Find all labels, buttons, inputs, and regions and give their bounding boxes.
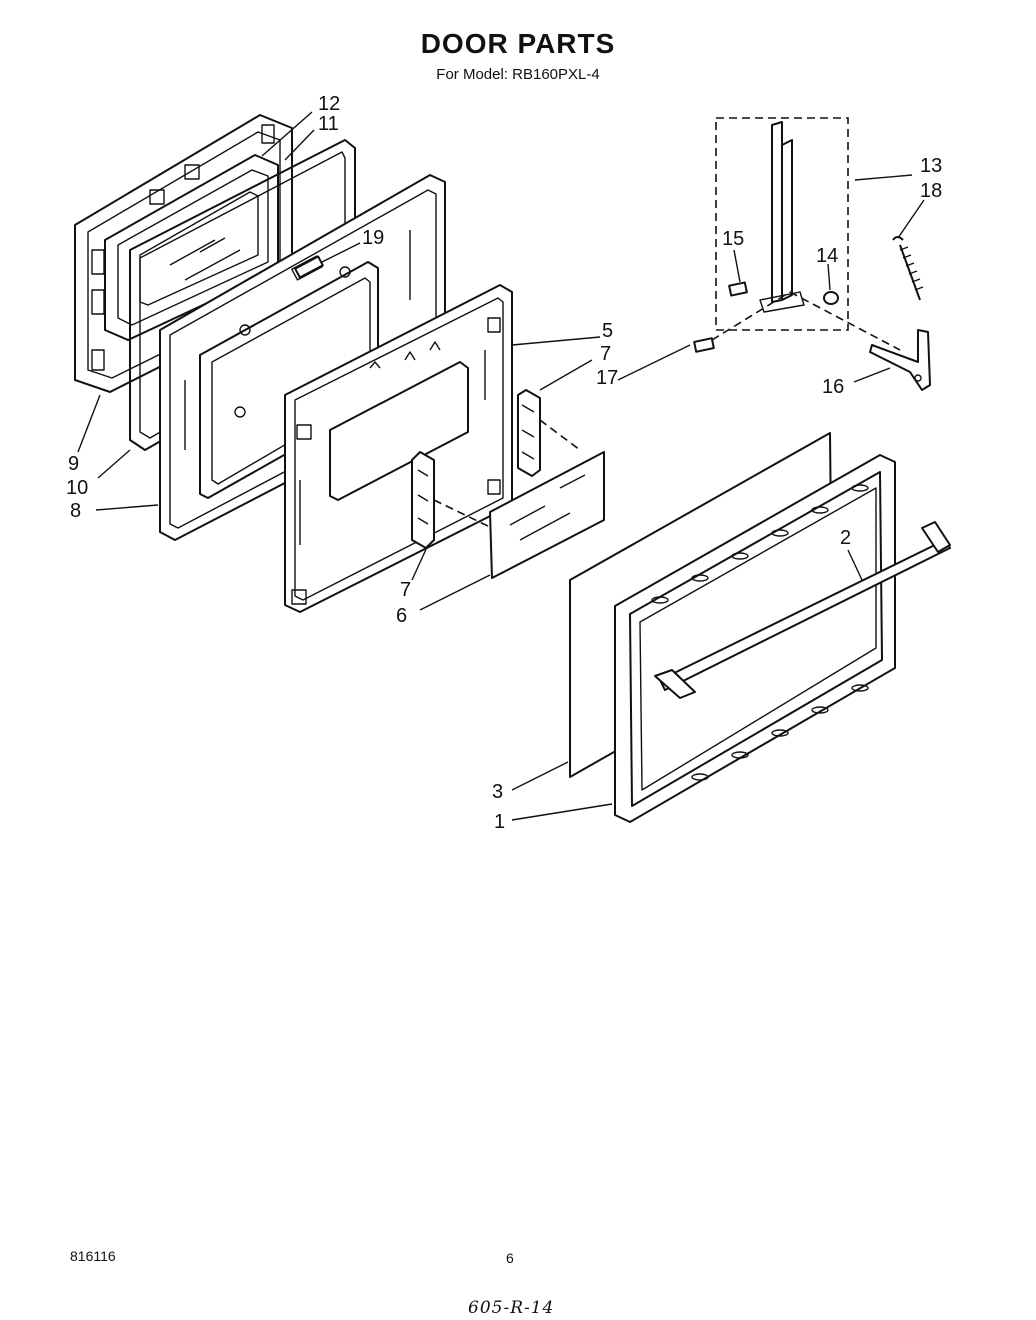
document-number: 816116: [70, 1248, 116, 1264]
part-13-hinge-assembly: [715, 117, 849, 331]
callout-labels: 12 11 19 5 7 17 7 6 9 10 8 13 18 15 14 1…: [66, 93, 942, 833]
callout-5: 5: [602, 320, 613, 342]
callout-9: 9: [68, 453, 79, 475]
callout-7-left: 7: [400, 579, 411, 601]
callout-10: 10: [66, 477, 88, 499]
part-19-clip: [294, 255, 324, 279]
part-6-glass: [433, 419, 605, 579]
callout-19: 19: [362, 227, 384, 249]
leader-lines: [77, 111, 925, 821]
handwritten-code: 605-R-14: [468, 1298, 555, 1318]
part-16-hinge-lever: [869, 329, 931, 391]
page-number: 6: [506, 1250, 514, 1266]
callout-15: 15: [722, 228, 744, 250]
part-7-bracket-right: [517, 389, 541, 477]
callout-13: 13: [920, 155, 942, 177]
part-2-handle: [654, 521, 951, 699]
callout-18: 18: [920, 180, 942, 202]
callout-16: 16: [822, 376, 844, 398]
frame-slots: [651, 484, 869, 781]
callout-8: 8: [70, 500, 81, 522]
callout-3: 3: [492, 781, 503, 803]
part-15-pin: [728, 281, 748, 297]
part-7-bracket-left: [411, 451, 435, 549]
model-subtitle: For Model: RB160PXL-4: [436, 66, 600, 83]
part-17-pin: [693, 291, 901, 353]
callout-2: 2: [840, 527, 851, 549]
page-title: DOOR PARTS: [420, 28, 616, 59]
callout-12: 12: [318, 93, 340, 115]
callout-14: 14: [816, 245, 838, 267]
callout-6: 6: [396, 605, 407, 627]
callout-1: 1: [494, 811, 505, 833]
part-18-spring: [892, 236, 924, 301]
callout-11: 11: [318, 113, 339, 135]
callout-17: 17: [596, 367, 618, 389]
callout-7-right: 7: [600, 343, 611, 365]
part-14-roller: [823, 291, 839, 305]
